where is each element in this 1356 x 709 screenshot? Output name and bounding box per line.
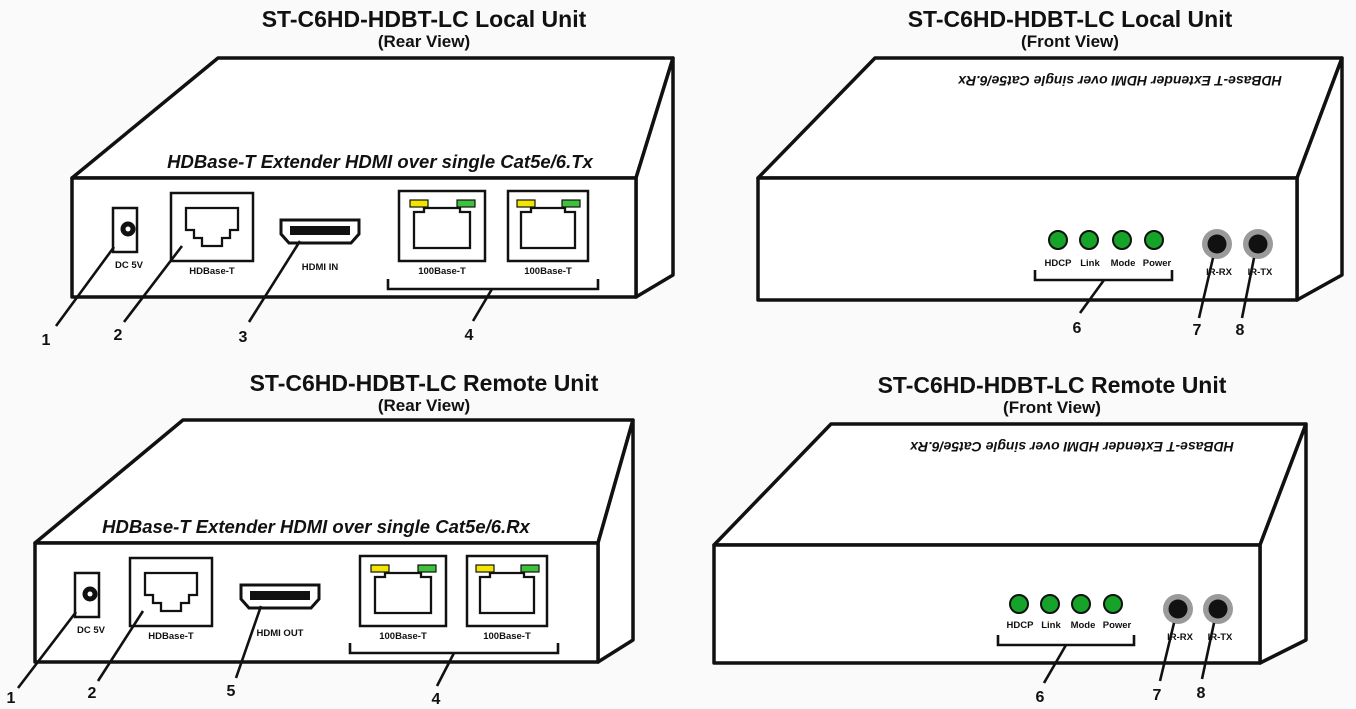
callout-4: 4 (432, 691, 441, 708)
remote-front-top-caption: HDBase-T Extender HDMI over single Cat5e… (909, 439, 1234, 455)
callout-8: 8 (1236, 322, 1245, 339)
ir-tx-label: IR-TX (1248, 267, 1273, 278)
ir-tx-label: IR-TX (1208, 632, 1233, 643)
led-link (1079, 230, 1099, 250)
eth1-label: 100Base-T (418, 266, 466, 277)
remote-front-title: ST-C6HD-HDBT-LC Remote Unit (878, 372, 1227, 398)
eth2-label: 100Base-T (524, 266, 572, 277)
callout-1: 1 (7, 690, 16, 707)
remote-rear-title: ST-C6HD-HDBT-LC Remote Unit (250, 370, 599, 396)
led-power (1144, 230, 1164, 250)
led-green (520, 564, 540, 573)
callout-6: 6 (1073, 320, 1082, 337)
callout-7: 7 (1193, 322, 1202, 339)
ir-rx-label: IR-RX (1206, 267, 1233, 278)
callout-1: 1 (42, 332, 51, 349)
remote-rear-top-caption: HDBase-T Extender HDMI over single Cat5e… (102, 516, 530, 537)
local-front-top-caption: HDBase-T Extender HDMI over single Cat5e… (957, 73, 1282, 89)
callout-2: 2 (88, 685, 97, 702)
local-front-title: ST-C6HD-HDBT-LC Local Unit (908, 6, 1233, 32)
led-yellow (409, 199, 429, 208)
callout-3: 3 (239, 329, 248, 346)
led-green (456, 199, 476, 208)
local-front-subtitle: (Front View) (1021, 32, 1119, 51)
callout-2: 2 (114, 327, 123, 344)
led-hdcp (1048, 230, 1068, 250)
led-mode-label: Mode (1071, 620, 1096, 631)
ir-rx-sensor (1207, 234, 1227, 254)
ethernet-port-2 (506, 189, 590, 263)
dc-label: DC 5V (115, 260, 144, 271)
dc-label: DC 5V (77, 625, 106, 636)
callout-4: 4 (465, 327, 474, 344)
local-rear-view: ST-C6HD-HDBT-LC Local Unit (Rear View) H… (42, 6, 675, 349)
remote-front-subtitle: (Front View) (1003, 398, 1101, 417)
led-mode (1112, 230, 1132, 250)
callout-6: 6 (1036, 689, 1045, 706)
led-mode-label: Mode (1111, 258, 1136, 269)
callout-7: 7 (1153, 687, 1162, 704)
led-green (417, 564, 437, 573)
ir-tx-sensor (1208, 599, 1228, 619)
hdbaset-label: HDBase-T (189, 266, 235, 277)
ethernet-port-2 (465, 554, 549, 628)
rj45-icon (412, 206, 472, 250)
hdmi-label: HDMI OUT (257, 628, 304, 639)
remote-rear-subtitle: (Rear View) (378, 396, 470, 415)
ethernet-port-1 (397, 189, 487, 263)
local-rear-title: ST-C6HD-HDBT-LC Local Unit (262, 6, 587, 32)
rj45-icon (519, 206, 577, 250)
remote-front-view: ST-C6HD-HDBT-LC Remote Unit (Front View)… (712, 372, 1308, 706)
eth1-label: 100Base-T (379, 631, 427, 642)
local-front-view: ST-C6HD-HDBT-LC Local Unit (Front View) … (756, 6, 1344, 339)
rj45-icon (373, 571, 433, 615)
led-link-label: Link (1041, 620, 1061, 631)
ir-tx-sensor (1248, 234, 1268, 254)
ethernet-port-1 (358, 554, 448, 628)
led-mode (1071, 594, 1091, 614)
callout-8: 8 (1197, 685, 1206, 702)
local-rear-subtitle: (Rear View) (378, 32, 470, 51)
ir-rx-label: IR-RX (1167, 632, 1194, 643)
led-hdcp-label: HDCP (1045, 258, 1073, 269)
led-link-label: Link (1080, 258, 1100, 269)
led-link (1040, 594, 1060, 614)
led-power (1103, 594, 1123, 614)
rj45-icon (143, 571, 199, 613)
led-green (561, 199, 581, 208)
hdbaset-label: HDBase-T (148, 631, 194, 642)
hdmi-label: HDMI IN (302, 262, 339, 273)
eth2-label: 100Base-T (483, 631, 531, 642)
remote-rear-view: ST-C6HD-HDBT-LC Remote Unit (Rear View) … (7, 370, 635, 708)
led-power-label: Power (1103, 620, 1132, 631)
led-hdcp (1009, 594, 1029, 614)
rj45-icon (478, 571, 536, 615)
led-yellow (516, 199, 536, 208)
ethernet-bracket (386, 279, 600, 291)
ir-rx-sensor (1168, 599, 1188, 619)
led-yellow (475, 564, 495, 573)
led-hdcp-label: HDCP (1007, 620, 1035, 631)
local-rear-top-caption: HDBase-T Extender HDMI over single Cat5e… (167, 151, 593, 172)
rj45-icon (184, 206, 240, 248)
led-yellow (370, 564, 390, 573)
led-power-label: Power (1143, 258, 1172, 269)
callout-5: 5 (227, 683, 236, 700)
